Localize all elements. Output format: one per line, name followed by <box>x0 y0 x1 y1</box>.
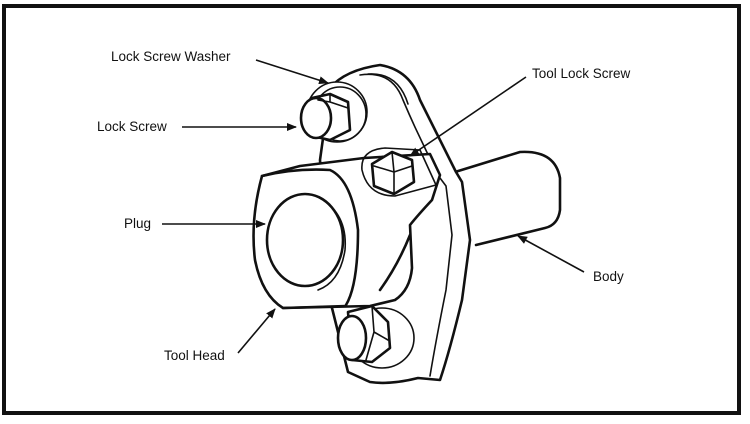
label-tool-lock-screw: Tool Lock Screw <box>532 66 631 81</box>
tool-head <box>252 147 442 310</box>
label-lock-screw-washer: Lock Screw Washer <box>111 49 231 64</box>
leader-lock-screw-washer <box>255 59 329 85</box>
upper-lock-screw <box>299 81 368 143</box>
label-plug: Plug <box>124 216 152 231</box>
leader-lines <box>162 59 585 354</box>
leader-tool-head <box>237 308 276 354</box>
leader-body <box>517 235 585 273</box>
lower-lock-screw <box>336 304 415 369</box>
label-lock-screw: Lock Screw <box>97 119 167 134</box>
body-cylinder <box>453 150 562 247</box>
label-tool-head: Tool Head <box>164 348 225 363</box>
label-body: Body <box>593 269 624 284</box>
leader-tool-lock-screw <box>409 76 527 157</box>
